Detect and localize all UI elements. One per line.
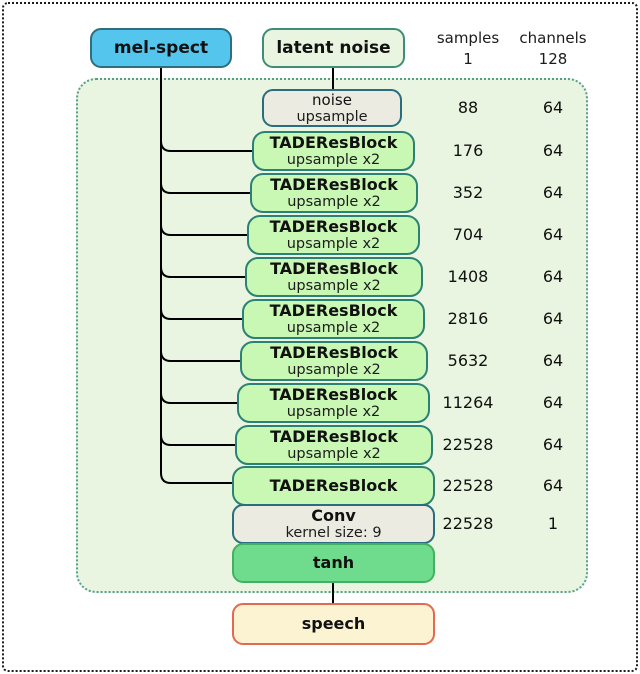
block-subtitle: upsample x2 [286, 320, 381, 336]
samples-value: 2816 [447, 309, 489, 328]
taderesblock-1-box: TADEResBlock upsample x2 [252, 131, 415, 171]
tanh-box: tanh [232, 543, 435, 583]
block-title: tanh [312, 553, 355, 572]
block-title: TADEResBlock [269, 476, 398, 495]
channels-column-header: channels [519, 29, 587, 47]
samples-value: 5632 [447, 351, 489, 370]
channels-value: 64 [542, 183, 564, 202]
block-subtitle: upsample x2 [287, 278, 381, 294]
block-title: TADEResBlock [269, 217, 398, 236]
samples-value: 352 [452, 183, 484, 202]
channels-value: 64 [542, 267, 564, 286]
channels-value: 64 [542, 225, 564, 244]
block-title: TADEResBlock [270, 175, 398, 194]
block-title: TADEResBlock [270, 427, 398, 446]
taderesblock-3-box: TADEResBlock upsample x2 [247, 215, 420, 255]
samples-column-header: samples [436, 29, 500, 47]
channels-value: 64 [542, 309, 564, 328]
channels-input-value: 128 [538, 50, 568, 68]
block-subtitle: upsample x2 [286, 236, 381, 252]
channels-value: 64 [542, 476, 564, 495]
taderesblock-2-box: TADEResBlock upsample x2 [250, 173, 418, 213]
mel-spect-label: mel-spect [113, 38, 209, 58]
block-subtitle: upsample x2 [287, 446, 381, 462]
taderesblock-4-box: TADEResBlock upsample x2 [245, 257, 423, 297]
block-subtitle: upsample x2 [286, 152, 381, 168]
channels-value: 64 [542, 98, 564, 117]
channels-value: 64 [542, 351, 564, 370]
samples-value: 1408 [447, 267, 489, 286]
taderesblock-7-box: TADEResBlock upsample x2 [237, 383, 430, 423]
block-subtitle: kernel size: 9 [285, 525, 382, 541]
block-subtitle: upsample x2 [287, 362, 381, 378]
speech-label: speech [301, 614, 366, 633]
channels-value: 64 [542, 435, 564, 454]
block-title: TADEResBlock [269, 133, 398, 152]
samples-value: 22528 [442, 476, 494, 495]
samples-value: 22528 [442, 435, 494, 454]
samples-value: 11264 [442, 393, 494, 412]
speech-output-box: speech [232, 603, 435, 645]
samples-value: 176 [452, 141, 484, 160]
noise-upsample-box: noise upsample [262, 89, 402, 127]
conv-box: Conv kernel size: 9 [232, 504, 435, 544]
taderesblock-9-box: TADEResBlock [232, 466, 435, 506]
taderesblock-6-box: TADEResBlock upsample x2 [240, 341, 428, 381]
samples-value: 88 [457, 98, 479, 117]
latent-noise-box: latent noise [262, 28, 405, 68]
block-subtitle: upsample x2 [287, 194, 381, 210]
block-title: noise [312, 91, 352, 109]
taderesblock-5-box: TADEResBlock upsample x2 [242, 299, 425, 339]
block-title: TADEResBlock [270, 343, 398, 362]
taderesblock-8-box: TADEResBlock upsample x2 [235, 425, 433, 465]
mel-spect-box: mel-spect [90, 28, 232, 68]
channels-value: 64 [542, 393, 564, 412]
samples-value: 704 [452, 225, 484, 244]
block-title: Conv [311, 506, 356, 525]
block-title: TADEResBlock [269, 385, 398, 404]
block-subtitle: upsample x2 [286, 404, 381, 420]
samples-value: 22528 [442, 514, 494, 533]
channels-value: 64 [542, 141, 564, 160]
latent-noise-label: latent noise [276, 38, 391, 58]
block-title: TADEResBlock [270, 259, 398, 278]
samples-input-value: 1 [463, 50, 473, 68]
block-title: TADEResBlock [269, 301, 398, 320]
block-subtitle: upsample [296, 109, 368, 125]
channels-value: 1 [547, 514, 559, 533]
